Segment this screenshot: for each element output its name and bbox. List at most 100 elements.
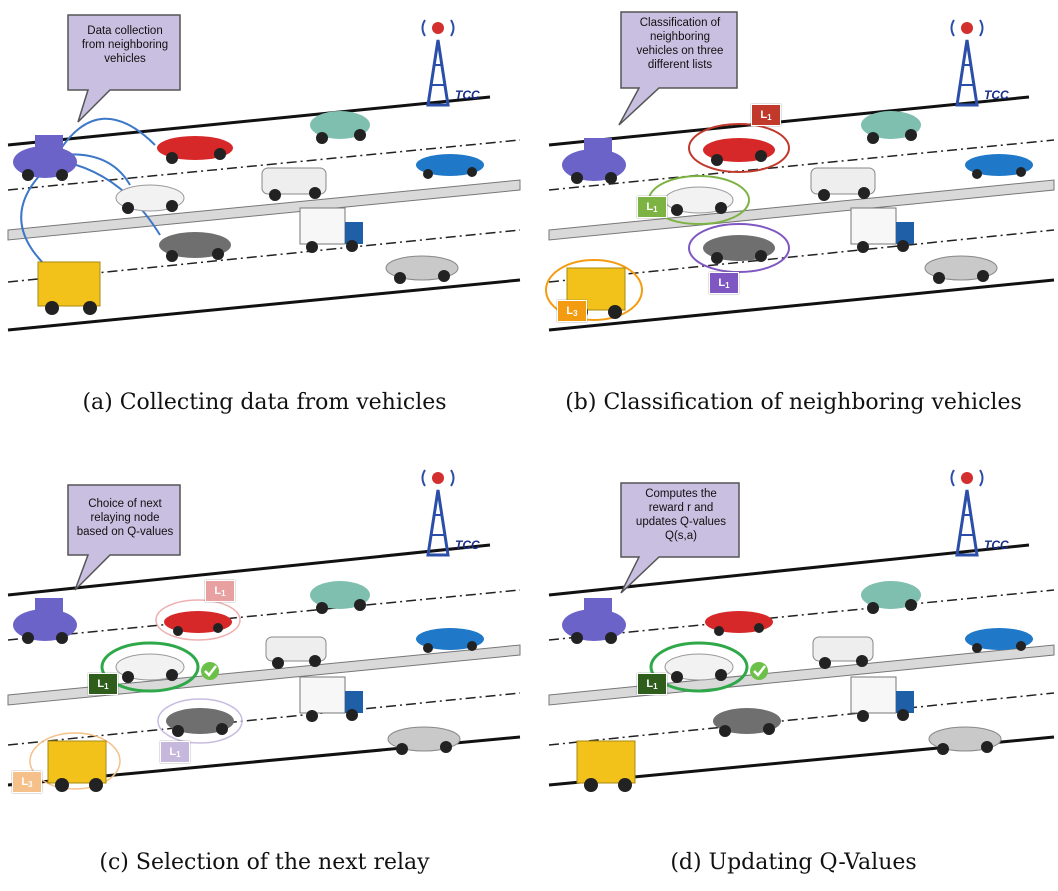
tcc-label: TCC (984, 88, 1009, 102)
panel-b: Classification of neighboring vehicles o… (529, 0, 1058, 445)
classification-ring (157, 698, 243, 744)
bubble-line: Classification of (639, 17, 721, 29)
bubble-line: vehicles on three (636, 45, 724, 57)
gray-car-icon (385, 255, 459, 284)
gray-car-icon (928, 726, 1002, 755)
classification-ring (155, 599, 241, 641)
silver-car-icon (713, 708, 781, 737)
bubble-text: Classification of neighboring vehicles o… (623, 16, 737, 72)
silver-car-icon (159, 232, 231, 262)
blue-car-icon (965, 628, 1033, 653)
white-car-icon (664, 653, 734, 683)
bubble-line: updates Q-values (635, 516, 727, 528)
road-edge-top (7, 543, 491, 597)
scene-b (545, 11, 1055, 332)
red-car-icon (164, 611, 232, 636)
white-car-icon (664, 186, 734, 216)
bubble-line: based on Q-values (76, 526, 174, 538)
median-barrier (548, 179, 1055, 241)
bubble-line: different lists (647, 59, 713, 71)
truck-icon (299, 207, 363, 253)
gray-car-icon (387, 726, 461, 755)
scene-d (548, 469, 1055, 792)
scene-a (7, 14, 521, 332)
truck-icon (299, 676, 363, 722)
white-van-icon (265, 636, 327, 669)
check-icon (750, 662, 768, 680)
classification-ring (688, 223, 790, 273)
yellow-truck-icon (37, 261, 101, 315)
selected-ring (100, 641, 200, 693)
caption-b: (b) Classification of neighboring vehicl… (565, 390, 1022, 415)
teal-car-icon (861, 111, 921, 144)
red-car-icon (705, 611, 773, 636)
scene-c (7, 469, 521, 792)
lane-divider (7, 139, 521, 191)
panel-a: Data collection from neighboring vehicle… (0, 0, 529, 445)
classification-ring (29, 732, 121, 790)
classification-ring (688, 123, 790, 173)
lane-divider (548, 692, 1055, 746)
lane-divider (7, 589, 521, 641)
blue-car-icon (416, 628, 484, 653)
bubble-line: Data collection (87, 25, 163, 37)
white-car-icon (115, 184, 185, 214)
source-car-icon (562, 598, 626, 644)
road-edge-bottom (7, 278, 521, 332)
bubble-line: Computes the (645, 488, 717, 500)
bubble-line: relaying node (90, 512, 160, 524)
speech-bubble (67, 14, 181, 123)
tcc-label: TCC (455, 538, 480, 552)
blue-car-icon (416, 154, 484, 179)
teal-car-icon (861, 581, 921, 614)
lane-divider (7, 692, 521, 746)
panel-d: Computes the reward r and updates Q-valu… (529, 445, 1058, 890)
silver-car-icon (703, 235, 775, 264)
median-barrier (548, 644, 1055, 706)
lane-divider (548, 589, 1055, 641)
lane-divider (548, 139, 1055, 191)
speech-bubble (618, 11, 738, 126)
white-van-icon (812, 636, 874, 669)
median-barrier (7, 179, 521, 241)
bubble-line: reward r and (648, 502, 714, 514)
bubble-line: neighboring (649, 31, 711, 43)
white-car-icon (115, 653, 185, 683)
check-icon (201, 662, 219, 680)
caption-a: (a) Collecting data from vehicles (82, 390, 447, 415)
red-car-icon (157, 136, 233, 164)
bubble-text: Computes the reward r and updates Q-valu… (623, 487, 739, 543)
teal-car-icon (310, 581, 370, 614)
tcc-label: TCC (455, 88, 480, 102)
bubble-text: Data collection from neighboring vehicle… (70, 24, 180, 66)
yellow-truck-icon (576, 740, 636, 792)
source-car-icon (13, 135, 77, 181)
white-van-icon (810, 167, 876, 201)
road-edge-top (7, 95, 491, 147)
bubble-line: from neighboring (81, 39, 169, 51)
caption-c: (c) Selection of the next relay (99, 850, 430, 875)
tcc-tower-icon (950, 19, 984, 107)
classification-ring (545, 259, 643, 321)
speech-bubble (620, 482, 740, 594)
bubble-line: Q(s,a) (665, 530, 697, 542)
red-car-icon (703, 138, 775, 166)
bubble-line: Choice of next (88, 498, 162, 510)
median-barrier (7, 644, 521, 706)
tcc-tower-icon (421, 469, 455, 557)
selected-ring (649, 641, 749, 693)
teal-car-icon (310, 111, 370, 144)
source-car-icon (13, 598, 77, 644)
tcc-tower-icon (421, 19, 455, 107)
source-car-icon (562, 138, 626, 184)
road-edge-bottom (548, 278, 1055, 332)
